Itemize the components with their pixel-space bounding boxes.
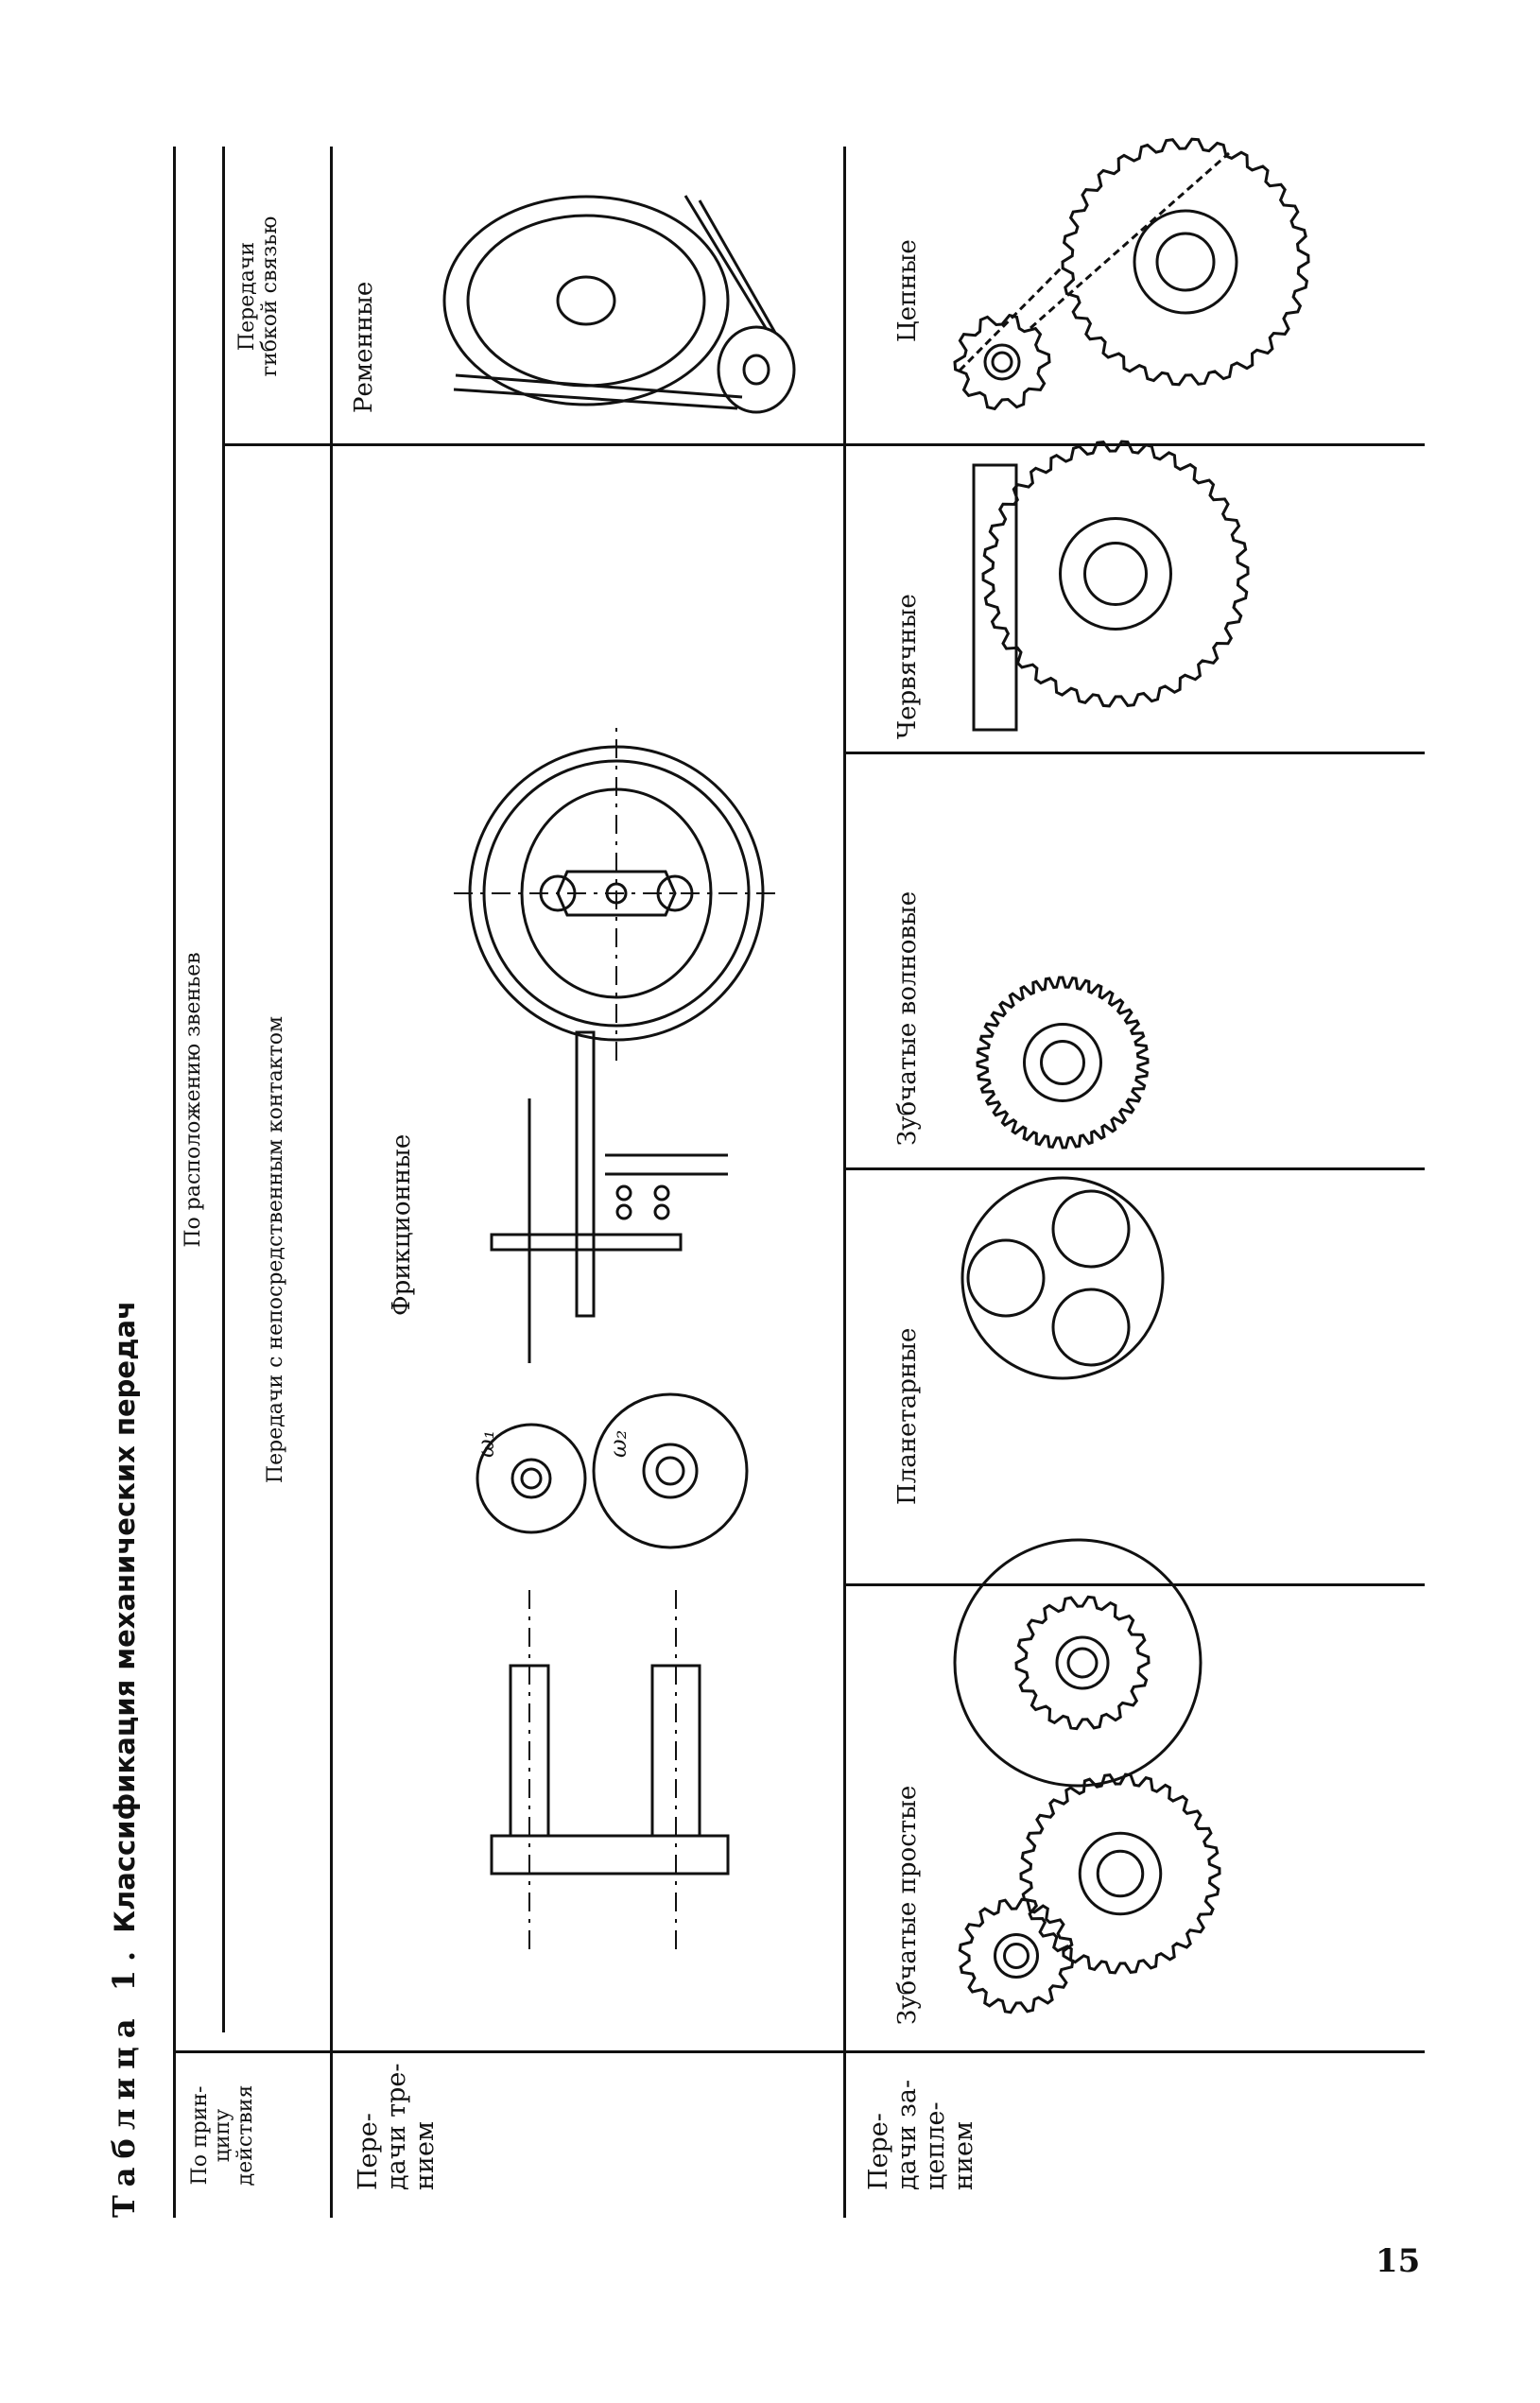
internal-gear-icon [1014, 1595, 1151, 1731]
page-number: 15 [1376, 2242, 1421, 2280]
disc-variator-drawing [490, 1030, 728, 1363]
planetary-ring-icon [960, 1176, 1165, 1380]
planet-gear-icon [1051, 1189, 1131, 1269]
small-spur-gear-icon [958, 1897, 1075, 2014]
large-sprocket-icon [1061, 137, 1310, 387]
large-spur-gear-icon [1019, 1772, 1221, 1975]
chain-icon [958, 151, 1230, 372]
planet-gear-icon [1051, 1288, 1131, 1367]
belt-drive-drawing [442, 195, 796, 414]
internal-gear-ring-icon [953, 1538, 1203, 1788]
planet-gear-icon [966, 1238, 1046, 1318]
worm-wheel-icon [981, 440, 1250, 708]
friction-wheels-drawing [476, 1392, 749, 1949]
worm-shaft-icon [972, 463, 1018, 732]
small-sprocket-icon [953, 313, 1051, 411]
wave-gear-icon [976, 976, 1150, 1150]
toroidal-variator-drawing [454, 725, 780, 1061]
